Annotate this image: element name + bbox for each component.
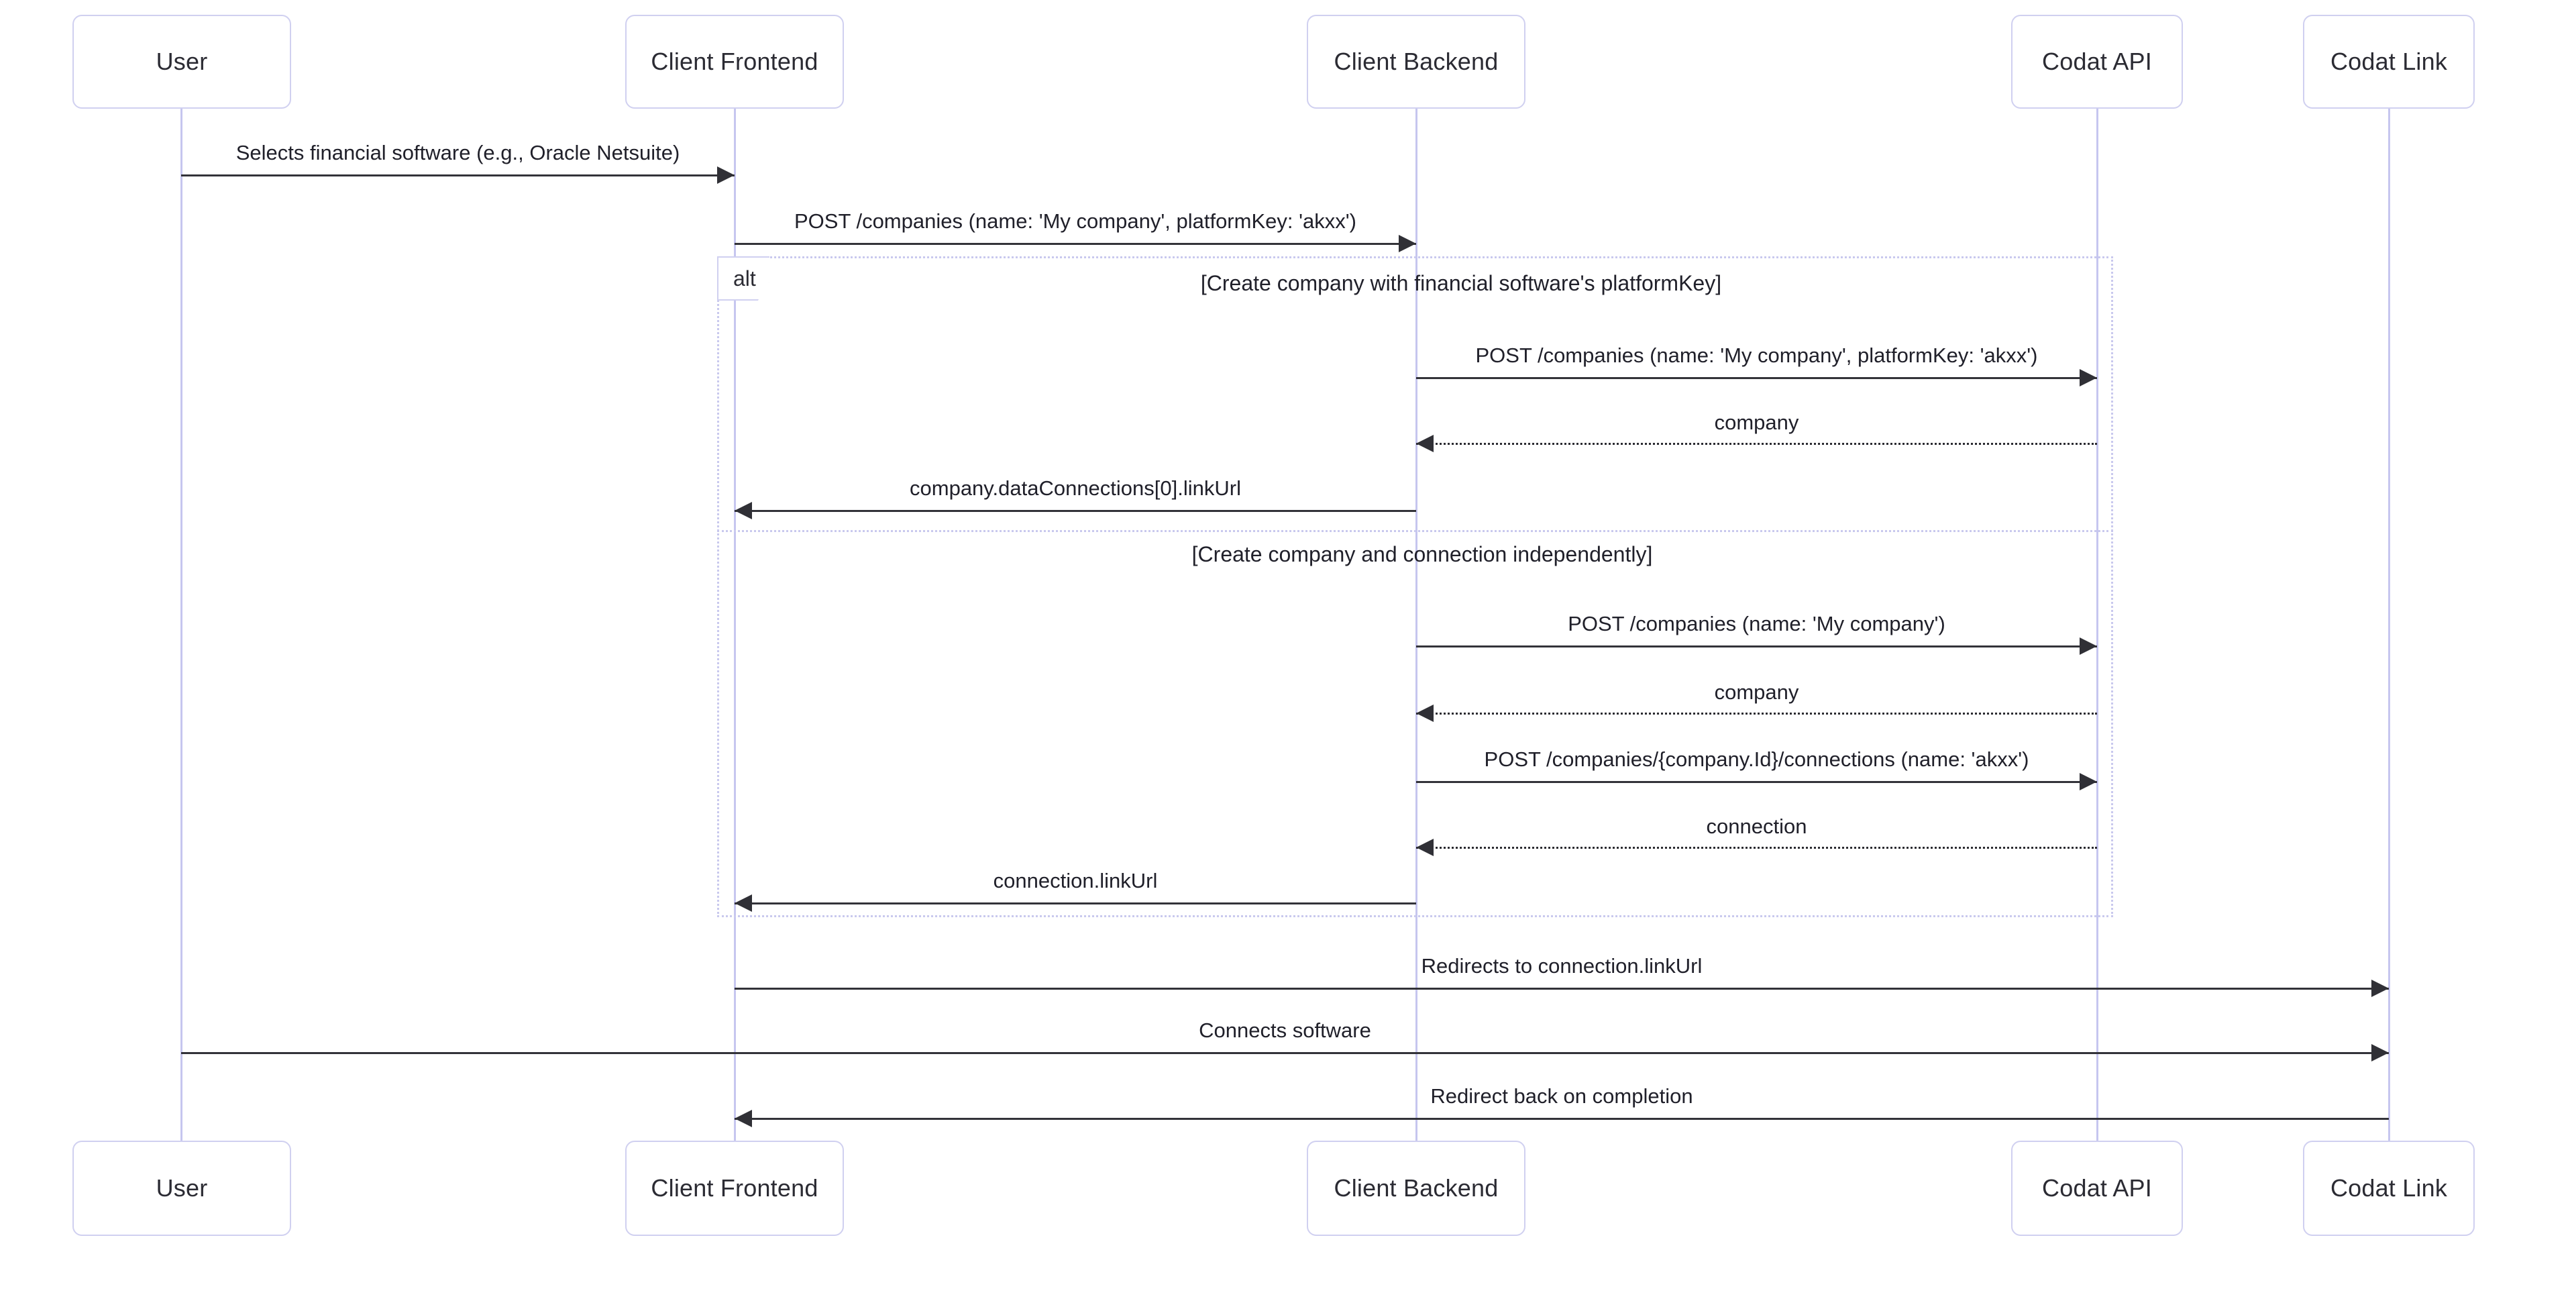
participant-label: Codat Link bbox=[2330, 48, 2448, 75]
participant-label: Codat API bbox=[2042, 1174, 2152, 1202]
message-line-10 bbox=[735, 902, 1416, 904]
message-label-10: connection.linkUrl bbox=[993, 869, 1158, 892]
message-label-6: POST /companies (name: 'My company') bbox=[1568, 612, 1945, 635]
message-line-6 bbox=[1416, 645, 2097, 647]
participant-clientFrontend-bottom[interactable]: Client Frontend bbox=[625, 1141, 844, 1236]
alt-condition-label: [Create company and connection independe… bbox=[1191, 542, 1653, 566]
message-label-12: Connects software bbox=[1199, 1019, 1371, 1042]
message-line-7 bbox=[1416, 713, 2097, 715]
participant-label: Client Backend bbox=[1334, 48, 1499, 75]
message-line-9 bbox=[1416, 847, 2097, 849]
participant-label: Codat API bbox=[2042, 48, 2152, 75]
arrow-head-5 bbox=[735, 502, 752, 519]
lifeline-codatLink bbox=[2388, 109, 2390, 1141]
message-line-2 bbox=[735, 243, 1416, 245]
lifeline-codatApi bbox=[2096, 109, 2098, 1141]
arrow-head-3 bbox=[2080, 369, 2097, 386]
message-line-11 bbox=[735, 988, 2389, 990]
message-label-5: company.dataConnections[0].linkUrl bbox=[910, 476, 1241, 500]
message-label-11: Redirects to connection.linkUrl bbox=[1421, 954, 1703, 978]
participant-label: User bbox=[156, 1174, 208, 1202]
message-label-3: POST /companies (name: 'My company', pla… bbox=[1475, 344, 2038, 367]
arrow-head-7 bbox=[1416, 705, 1434, 722]
arrow-head-13 bbox=[735, 1110, 752, 1127]
participant-clientBackend-top[interactable]: Client Backend bbox=[1307, 15, 1525, 109]
participant-label: Client Backend bbox=[1334, 1174, 1499, 1202]
participant-label: User bbox=[156, 48, 208, 75]
participant-label: Client Frontend bbox=[651, 1174, 818, 1202]
arrow-head-10 bbox=[735, 894, 752, 912]
participant-codatApi-bottom[interactable]: Codat API bbox=[2011, 1141, 2183, 1236]
participant-user-top[interactable]: User bbox=[72, 15, 291, 109]
message-label-2: POST /companies (name: 'My company', pla… bbox=[794, 209, 1356, 233]
message-line-3 bbox=[1416, 377, 2097, 379]
message-label-13: Redirect back on completion bbox=[1430, 1084, 1693, 1108]
lifeline-clientFrontend bbox=[734, 109, 736, 1141]
arrow-head-8 bbox=[2080, 773, 2097, 790]
message-label-1: Selects financial software (e.g., Oracle… bbox=[235, 141, 680, 164]
alt-condition-label: [Create company with financial software'… bbox=[1200, 271, 1722, 295]
message-label-9: connection bbox=[1706, 815, 1807, 838]
message-label-7: company bbox=[1714, 680, 1799, 704]
arrow-head-11 bbox=[2371, 980, 2389, 997]
arrow-head-6 bbox=[2080, 637, 2097, 655]
message-line-1 bbox=[181, 174, 735, 176]
arrow-head-9 bbox=[1416, 839, 1434, 856]
lifeline-clientBackend bbox=[1415, 109, 1417, 1141]
alt-fragment-tag: alt bbox=[717, 256, 769, 301]
participant-label: Client Frontend bbox=[651, 48, 818, 75]
message-line-5 bbox=[735, 510, 1416, 512]
message-line-4 bbox=[1416, 443, 2097, 445]
participant-codatApi-top[interactable]: Codat API bbox=[2011, 15, 2183, 109]
arrow-head-12 bbox=[2371, 1044, 2389, 1061]
message-line-8 bbox=[1416, 781, 2097, 783]
message-label-8: POST /companies/{company.Id}/connections… bbox=[1484, 747, 2029, 771]
arrow-head-1 bbox=[717, 166, 735, 184]
participant-codatLink-bottom[interactable]: Codat Link bbox=[2303, 1141, 2475, 1236]
message-line-12 bbox=[181, 1052, 2389, 1054]
participant-clientBackend-bottom[interactable]: Client Backend bbox=[1307, 1141, 1525, 1236]
message-line-13 bbox=[735, 1118, 2389, 1120]
participant-clientFrontend-top[interactable]: Client Frontend bbox=[625, 15, 844, 109]
participant-codatLink-top[interactable]: Codat Link bbox=[2303, 15, 2475, 109]
arrow-head-4 bbox=[1416, 435, 1434, 452]
participant-user-bottom[interactable]: User bbox=[72, 1141, 291, 1236]
lifeline-user bbox=[180, 109, 182, 1141]
arrow-head-2 bbox=[1399, 235, 1416, 252]
alt-fragment-divider bbox=[717, 530, 2113, 532]
alt-fragment-tag-label: alt bbox=[733, 266, 756, 291]
message-label-4: company bbox=[1714, 411, 1799, 434]
participant-label: Codat Link bbox=[2330, 1174, 2448, 1202]
